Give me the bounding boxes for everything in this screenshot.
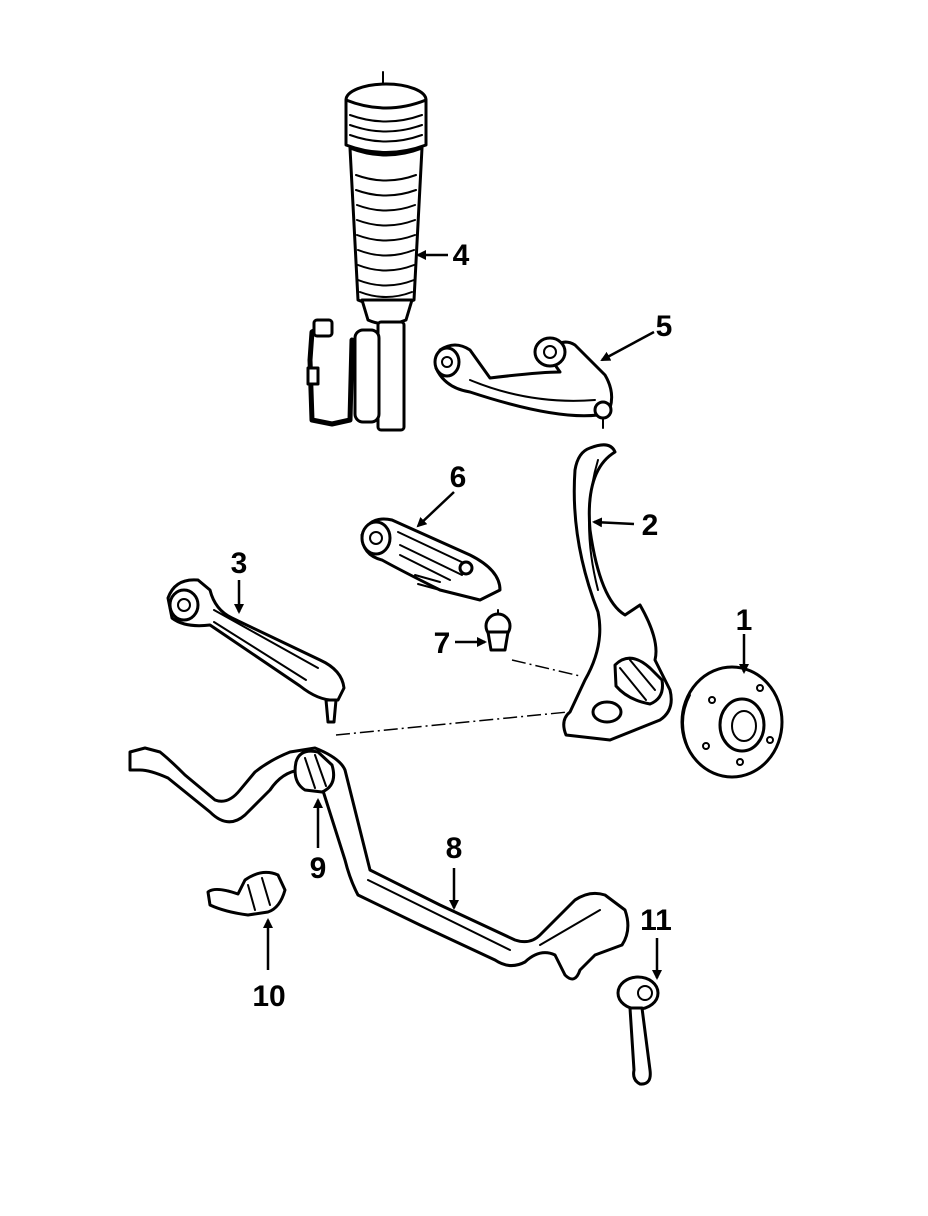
- callout-5: 5: [656, 310, 673, 343]
- lower-control-arm-part: [360, 517, 502, 602]
- stabilizer-link-part: [616, 975, 660, 1086]
- air-strut-part: [306, 71, 428, 432]
- callout-leaders: [234, 250, 749, 980]
- upper-control-arm-part: [433, 336, 614, 429]
- balljoint-to-knuckle-line: [511, 659, 581, 677]
- relationship-lines: [335, 659, 581, 736]
- steering-knuckle-part: [562, 443, 673, 742]
- leader-5: [600, 330, 655, 362]
- callout-6: 6: [450, 461, 467, 494]
- wheel-hub-part: [680, 665, 784, 779]
- stabilizer-bar-part: [128, 746, 630, 981]
- bushing-bracket-part: [206, 870, 287, 917]
- stabilizer-bushing-part: [293, 749, 336, 794]
- callout-2: 2: [642, 509, 659, 542]
- callout-7: 7: [434, 627, 451, 660]
- arm-to-knuckle-line: [335, 711, 569, 736]
- callout-3: 3: [231, 547, 248, 580]
- callout-4: 4: [453, 239, 470, 272]
- callout-8: 8: [446, 832, 463, 865]
- callout-10: 10: [252, 980, 285, 1013]
- callout-1: 1: [736, 604, 753, 637]
- leader-2: [592, 517, 635, 528]
- callout-labels: 1 2 3 4 5 6 7 8 9 10 11: [231, 239, 753, 1013]
- leader-6: [416, 491, 455, 528]
- callout-9: 9: [310, 852, 327, 885]
- callout-11: 11: [640, 904, 672, 937]
- ball-joint-part: [484, 609, 512, 652]
- trailing-arm-part: [166, 578, 346, 724]
